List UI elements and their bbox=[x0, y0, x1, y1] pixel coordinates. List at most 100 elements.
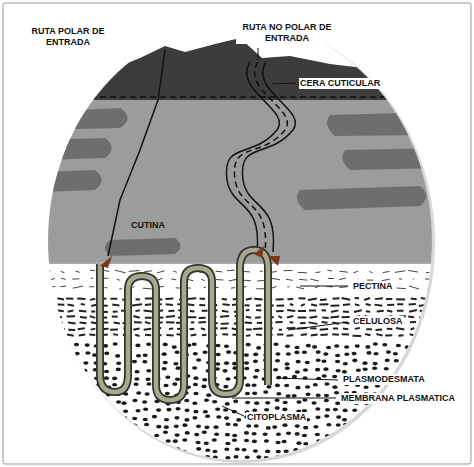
cytoplasm-granule bbox=[244, 353, 249, 357]
cellulose-fibre bbox=[222, 311, 228, 312]
cytoplasm-granule bbox=[343, 409, 348, 413]
cytoplasm-granule bbox=[113, 418, 118, 422]
cytoplasm-granule bbox=[293, 448, 298, 452]
cytoplasm-granule bbox=[104, 352, 109, 356]
cellulose-fibre bbox=[256, 304, 261, 306]
cytoplasm-granule bbox=[154, 454, 159, 458]
cellulose-fibre bbox=[144, 328, 152, 331]
cytoplasm-granule bbox=[192, 366, 197, 370]
cellulose-fibre bbox=[68, 304, 74, 305]
cellulose-fibre bbox=[168, 310, 174, 312]
part-label: PECTINA bbox=[352, 281, 394, 292]
cellulose-fibre bbox=[411, 298, 417, 301]
cellulose-fibre bbox=[48, 304, 52, 305]
cytoplasm-granule bbox=[384, 409, 389, 413]
cytoplasm-granule bbox=[192, 416, 197, 420]
cytoplasm-granule bbox=[393, 352, 398, 356]
cytoplasm-granule bbox=[102, 402, 107, 406]
cellulose-fibre bbox=[57, 310, 64, 311]
cytoplasm-granule bbox=[163, 384, 168, 388]
cellulose-fibre bbox=[166, 315, 175, 318]
cytoplasm-granule bbox=[253, 375, 258, 379]
cytoplasm-granule bbox=[182, 423, 187, 427]
cellulose-fibre bbox=[191, 321, 194, 323]
cytoplasm-granule bbox=[433, 408, 438, 412]
cellulose-fibre bbox=[246, 317, 251, 318]
cytoplasm-granule bbox=[422, 345, 427, 349]
cytoplasm-granule bbox=[363, 367, 368, 371]
pectin-dash bbox=[425, 278, 431, 280]
cytoplasm-granule bbox=[204, 398, 209, 402]
pectin-dash bbox=[357, 279, 358, 280]
cellulose-fibre bbox=[319, 303, 328, 305]
cellulose-fibre bbox=[355, 304, 359, 305]
cytoplasm-granule bbox=[343, 447, 348, 451]
cytoplasm-granule bbox=[284, 384, 289, 388]
cytoplasm-granule bbox=[154, 441, 159, 445]
cellulose-fibre bbox=[421, 322, 425, 324]
cytoplasm-granule bbox=[321, 359, 326, 363]
pectin-dash bbox=[129, 270, 140, 272]
cellulose-fibre bbox=[420, 309, 426, 312]
cellulose-fibre bbox=[287, 334, 294, 337]
cytoplasm-granule bbox=[286, 352, 291, 356]
cellulose-fibre bbox=[145, 303, 151, 306]
cytoplasm-granule bbox=[184, 418, 189, 422]
cytoplasm-granule bbox=[194, 433, 199, 437]
cytoplasm-granule bbox=[313, 425, 318, 429]
cellulose-fibre bbox=[90, 316, 96, 318]
pectin-dash bbox=[104, 287, 107, 288]
cytoplasm-granule bbox=[402, 440, 407, 444]
cytoplasm-granule bbox=[283, 401, 288, 405]
cytoplasm-granule bbox=[316, 359, 321, 363]
cytoplasm-granule bbox=[376, 409, 381, 413]
pectin-dash bbox=[243, 280, 251, 282]
cytoplasm-granule bbox=[114, 410, 119, 414]
cellulose-fibre bbox=[377, 310, 384, 313]
cytoplasm-granule bbox=[292, 394, 297, 398]
cytoplasm-granule bbox=[245, 455, 250, 459]
cytoplasm-granule bbox=[373, 342, 378, 346]
cytoplasm-granule bbox=[132, 455, 137, 459]
cytoplasm-granule bbox=[274, 398, 279, 402]
cellulose-fibre bbox=[134, 321, 142, 323]
cytoplasm-granule bbox=[212, 400, 217, 404]
cytoplasm-granule bbox=[326, 442, 331, 446]
cytoplasm-granule bbox=[413, 386, 418, 390]
cytoplasm-granule bbox=[52, 386, 57, 390]
cytoplasm-granule bbox=[393, 406, 398, 410]
cytoplasm-granule bbox=[392, 426, 397, 430]
cytoplasm-granule bbox=[433, 455, 438, 459]
cytoplasm-granule bbox=[43, 384, 48, 388]
cytoplasm-granule bbox=[162, 367, 167, 371]
cytoplasm-granule bbox=[383, 415, 388, 419]
cytoplasm-granule bbox=[384, 455, 389, 459]
cytoplasm-granule bbox=[72, 362, 77, 366]
cellulose-fibre bbox=[343, 328, 348, 331]
cellulose-fibre bbox=[80, 321, 87, 324]
cytoplasm-granule bbox=[435, 352, 440, 356]
cytoplasm-granule bbox=[296, 400, 301, 404]
cellulose-fibre bbox=[330, 316, 339, 317]
cytoplasm-granule bbox=[332, 385, 337, 389]
cellulose-fibre bbox=[276, 298, 284, 300]
pectin-dash bbox=[408, 270, 418, 272]
pectin-dash bbox=[244, 286, 247, 288]
pectin-dash bbox=[176, 287, 181, 288]
cutin-blobs bbox=[40, 108, 440, 256]
cellulose-fibre bbox=[47, 299, 52, 300]
cytoplasm-granule bbox=[361, 423, 366, 427]
cytoplasm-granule bbox=[85, 448, 90, 452]
cytoplasm-granule bbox=[225, 433, 230, 437]
pectin-dash bbox=[47, 270, 51, 272]
cytoplasm-granule bbox=[102, 457, 107, 461]
cytoplasm-granule bbox=[163, 343, 168, 347]
pectin-dash bbox=[310, 279, 318, 281]
cellulose-fibre bbox=[342, 316, 350, 318]
cytoplasm-granule bbox=[112, 449, 117, 453]
cytoplasm-granule bbox=[432, 344, 437, 348]
cytoplasm-granule bbox=[233, 400, 238, 404]
cellulose-fibre bbox=[145, 298, 152, 300]
cytoplasm-granule bbox=[245, 392, 250, 396]
pectin-dash bbox=[231, 287, 235, 289]
